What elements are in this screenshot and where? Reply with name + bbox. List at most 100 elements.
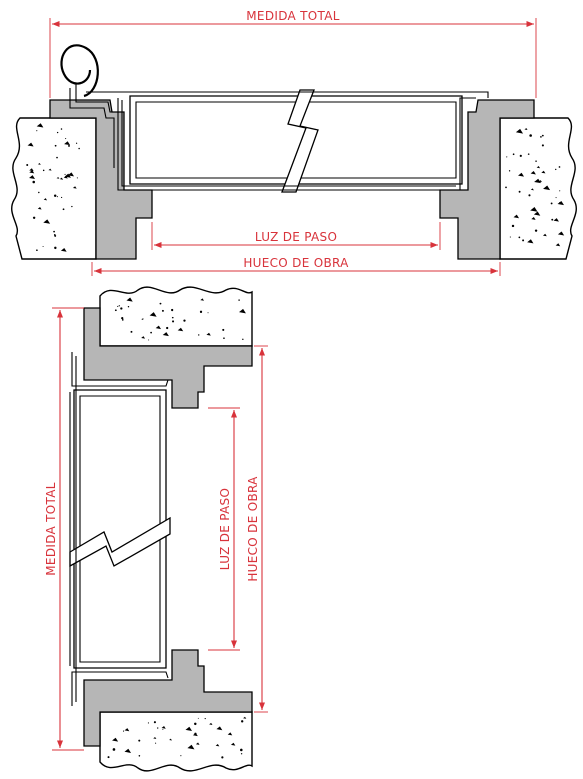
aggregate-speck <box>515 128 524 134</box>
aggregate-speck <box>555 197 557 199</box>
aggregate-speck <box>26 164 29 167</box>
aggregate-speck <box>230 742 236 746</box>
door-break-mark <box>281 89 319 193</box>
aggregate-speck <box>529 134 532 137</box>
aggregate-speck <box>107 756 110 759</box>
aggregate-speck <box>118 305 120 307</box>
aggregate-speck <box>126 297 133 302</box>
aggregate-speck <box>38 191 40 194</box>
aggregate-speck <box>124 728 130 732</box>
aggregate-speck <box>221 756 224 759</box>
aggregate-speck <box>43 198 48 201</box>
aggregate-speck <box>114 309 117 312</box>
aggregate-speck <box>194 732 197 736</box>
plan-metal-sheet-outer <box>86 91 489 98</box>
aggregate-speck <box>60 128 63 130</box>
aggregate-speck <box>180 755 182 757</box>
aggregate-speck <box>127 305 130 308</box>
aggregate-speck <box>238 299 240 301</box>
aggregate-speck <box>36 130 38 132</box>
aggregate-speck <box>522 239 525 242</box>
aggregate-speck <box>162 728 164 730</box>
aggregate-speck <box>29 175 36 179</box>
aggregate-speck <box>534 178 542 184</box>
section-concrete-aggregate <box>107 297 247 759</box>
aggregate-speck <box>508 170 511 172</box>
aggregate-speck <box>121 319 124 321</box>
aggregate-speck <box>240 748 243 752</box>
aggregate-speck <box>138 739 141 742</box>
plan-dimensions: MEDIDA TOTAL LUZ DE PASO HUECO DE OBRA <box>49 9 537 276</box>
aggregate-speck <box>121 317 124 320</box>
aggregate-speck <box>172 320 175 323</box>
aggregate-speck <box>243 716 247 719</box>
aggregate-speck <box>155 742 157 744</box>
aggregate-speck <box>150 331 152 334</box>
aggregate-speck <box>240 753 243 755</box>
aggregate-speck <box>32 216 36 219</box>
aggregate-speck <box>54 246 57 250</box>
upper-frame-profile <box>83 307 253 409</box>
aggregate-speck <box>36 249 38 252</box>
plan-view <box>11 44 577 260</box>
lower-frame-profile <box>83 649 253 747</box>
aggregate-speck <box>42 169 45 172</box>
aggregate-speck <box>141 318 143 320</box>
aggregate-speck <box>56 196 58 198</box>
aggregate-speck <box>195 742 200 745</box>
section-metal-sheet-top <box>71 352 169 387</box>
aggregate-speck <box>518 190 521 193</box>
aggregate-speck <box>68 144 70 147</box>
aggregate-speck <box>117 305 119 308</box>
plan-metal-sheet-left <box>117 97 476 191</box>
aggregate-speck <box>505 186 507 189</box>
aggregate-speck <box>206 332 211 336</box>
hinge-arm-inner <box>75 84 118 113</box>
aggregate-speck <box>153 721 156 724</box>
aggregate-speck <box>242 338 244 341</box>
aggregate-speck <box>530 171 536 175</box>
aggregate-speck <box>557 200 565 206</box>
plan-concrete-aggregate <box>26 123 565 252</box>
left-concrete-wall <box>11 117 97 260</box>
aggregate-speck <box>120 307 123 310</box>
aggregate-speck <box>148 339 150 341</box>
aggregate-speck <box>37 207 42 210</box>
aggregate-speck <box>530 207 538 212</box>
aggregate-speck <box>531 217 536 220</box>
section-break-mark <box>69 516 171 568</box>
door-leaf-section <box>73 389 167 669</box>
aggregate-speck <box>59 177 64 180</box>
section-medida-total-label: MEDIDA TOTAL <box>44 482 58 575</box>
aggregate-speck <box>60 248 67 252</box>
aggregate-speck <box>29 170 35 174</box>
right-concrete-wall <box>499 117 577 260</box>
aggregate-speck <box>199 310 203 313</box>
plan-metal-sheet-left-2 <box>121 100 456 187</box>
aggregate-speck <box>29 168 34 172</box>
hinge-loop <box>60 44 99 98</box>
upper-concrete-wall <box>99 286 253 347</box>
aggregate-speck <box>222 328 225 331</box>
aggregate-speck <box>535 160 537 162</box>
aggregate-speck <box>53 230 55 233</box>
aggregate-speck <box>194 722 197 726</box>
aggregate-speck <box>112 737 119 742</box>
aggregate-speck <box>162 332 169 337</box>
aggregate-speck <box>53 194 57 197</box>
aggregate-speck <box>48 168 52 171</box>
aggregate-speck <box>63 175 68 179</box>
aggregate-speck <box>53 234 56 236</box>
aggregate-speck <box>122 730 125 732</box>
aggregate-speck <box>542 233 547 237</box>
aggregate-speck <box>541 134 544 137</box>
right-frame-profile <box>439 99 535 260</box>
aggregate-speck <box>65 137 67 140</box>
lower-concrete-wall <box>99 711 253 772</box>
door-leaf-inner-line <box>135 101 457 179</box>
aggregate-speck <box>527 239 534 244</box>
aggregate-speck <box>124 748 132 753</box>
aggregate-speck <box>62 208 65 211</box>
aggregate-speck <box>177 327 184 332</box>
aggregate-speck <box>78 147 80 150</box>
